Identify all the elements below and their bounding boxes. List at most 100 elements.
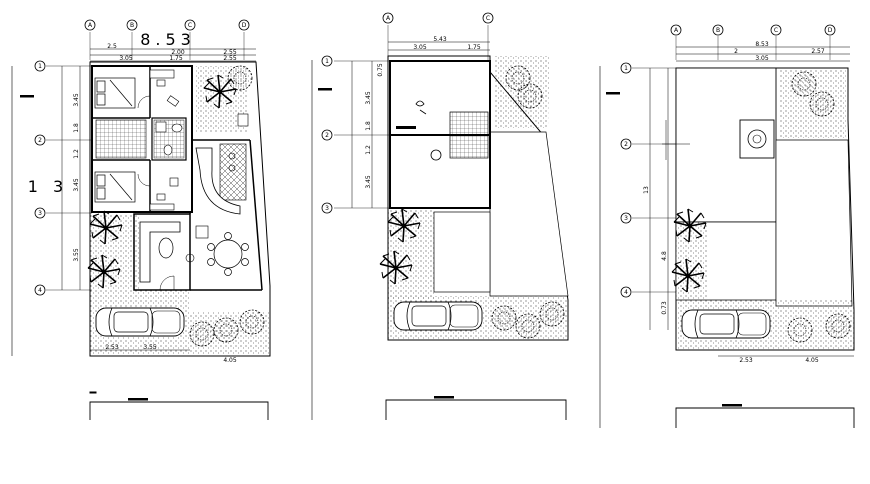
main-roof-area xyxy=(675,67,777,223)
dim-top-4: 3.05 xyxy=(755,55,769,62)
dim-top-2: 2.00 xyxy=(171,49,185,56)
row-label-1: 1 xyxy=(624,65,628,72)
stair-area xyxy=(449,111,489,159)
railing xyxy=(396,126,416,129)
car-icon xyxy=(95,307,185,337)
shrub-icon xyxy=(213,317,239,343)
elevation-outline-3 xyxy=(675,404,855,428)
dim-left-3: 0.73 xyxy=(661,301,668,315)
bed-lower xyxy=(94,171,136,203)
washer-icon xyxy=(237,113,249,127)
dim-top-3: 1.75 xyxy=(467,44,481,51)
shrub-icon xyxy=(491,305,517,331)
section-mark xyxy=(20,95,34,98)
water-tank-icon xyxy=(739,119,775,159)
overall-width-label: 8.53 xyxy=(140,30,196,49)
column-markers: A C xyxy=(382,12,494,24)
top-dimension-lines xyxy=(676,46,850,62)
dim-left-1: 13 xyxy=(643,186,650,194)
dim-top-4: 3.05 xyxy=(119,55,133,62)
dim-top-1: 2.5 xyxy=(107,43,117,50)
col-label-a: A xyxy=(386,15,391,22)
row-markers: 1 2 3 4 xyxy=(620,62,632,298)
left-dimension-values: 0.75 3.45 1.8 1.2 3.45 xyxy=(365,63,384,189)
dim-left-2: 3.45 xyxy=(365,91,372,105)
col-label-b: B xyxy=(130,22,134,29)
shrub-icon xyxy=(791,71,817,97)
dim-top-3: 2.57 xyxy=(811,48,825,55)
desk-lower xyxy=(149,177,179,211)
sofa xyxy=(139,221,181,283)
dim-top-1: 5.43 xyxy=(433,36,447,43)
shrub-icon xyxy=(809,91,835,117)
elevation-outline-1 xyxy=(89,391,269,420)
door-swings xyxy=(137,95,175,291)
front-roof-area xyxy=(433,211,491,293)
stove-burner-icon xyxy=(228,164,236,172)
kitchen-floor-tiles xyxy=(219,143,247,201)
dim-left-1: 3.45 xyxy=(73,93,80,107)
shrub-icon xyxy=(517,83,543,109)
column-markers: A B C D xyxy=(84,19,250,31)
top-dimension-lines xyxy=(388,41,490,51)
top-dimension-values: 2.5 2.00 2.55 3.05 1.75 2.55 xyxy=(107,43,237,62)
col-label-c: C xyxy=(188,22,192,29)
dim-top-5: 1.75 xyxy=(169,55,183,62)
ground-floor-plan: A B C D 1 2 3 4 8.53 1 3 2.5 2.00 2.55 3… xyxy=(11,19,271,364)
row-label-2: 2 xyxy=(38,137,42,144)
grid-axes xyxy=(334,25,489,209)
row-markers: 1 2 3 4 xyxy=(34,60,46,296)
stove-burner-icon xyxy=(228,152,236,160)
car-icon xyxy=(393,301,483,331)
kitchen-counter xyxy=(195,147,241,215)
row-label-3: 3 xyxy=(325,205,329,212)
dim-top-6: 2.55 xyxy=(223,55,237,62)
shrub-icon xyxy=(239,309,265,335)
front-garden-area xyxy=(676,222,708,300)
dim-left-5: 3.45 xyxy=(365,175,372,189)
grid-axes xyxy=(46,32,245,291)
top-dimension-lines xyxy=(90,48,256,62)
shrub-icon xyxy=(825,313,851,339)
shrub-icon xyxy=(189,321,215,347)
dining-table xyxy=(207,232,249,276)
section-mark xyxy=(318,88,332,91)
row-label-2: 2 xyxy=(624,141,628,148)
side-roof-area xyxy=(775,139,853,307)
plant-pot-icon xyxy=(195,225,209,239)
section-mark xyxy=(606,92,620,95)
col-label-a: A xyxy=(674,27,679,34)
dim-bottom-1: 2.53 xyxy=(105,344,119,351)
dim-left-4: 1.2 xyxy=(365,145,372,155)
shrub-icon xyxy=(787,317,813,343)
overall-depth-label: 1 3 xyxy=(28,177,68,196)
dim-top-2: 3.05 xyxy=(413,44,427,51)
dim-top-3: 2.55 xyxy=(223,49,237,56)
col-label-d: D xyxy=(242,22,247,29)
row-label-1: 1 xyxy=(325,58,329,65)
dim-left-4: 3.45 xyxy=(73,178,80,192)
row-label-1: 1 xyxy=(38,63,42,70)
desk-upper xyxy=(149,69,180,107)
plant-icon xyxy=(415,100,427,115)
shrub-icon xyxy=(227,65,253,91)
dim-left-1: 0.75 xyxy=(377,63,384,77)
dim-top-1: 8.53 xyxy=(755,41,769,48)
slope-indicator xyxy=(662,120,690,160)
dim-bottom-3: 4.05 xyxy=(223,357,237,364)
roof-plan: A B C D 1 2 3 4 8.53 2 2.57 3.05 13 4.8 … xyxy=(599,24,855,428)
col-label-c: C xyxy=(774,27,778,34)
dim-left-2: 1.8 xyxy=(73,123,80,133)
row-markers: 1 2 3 xyxy=(321,55,333,214)
shrub-icon xyxy=(515,313,541,339)
bottom-dimension-lines xyxy=(90,349,270,357)
bed-upper xyxy=(94,77,136,109)
dim-top-2: 2 xyxy=(734,48,738,55)
lamp-icon xyxy=(185,253,195,263)
left-dimension-lines xyxy=(351,61,373,208)
col-label-c: C xyxy=(486,15,490,22)
dim-left-3: 1.8 xyxy=(365,121,372,131)
car-icon xyxy=(681,309,771,339)
left-dimension-lines xyxy=(61,66,81,290)
